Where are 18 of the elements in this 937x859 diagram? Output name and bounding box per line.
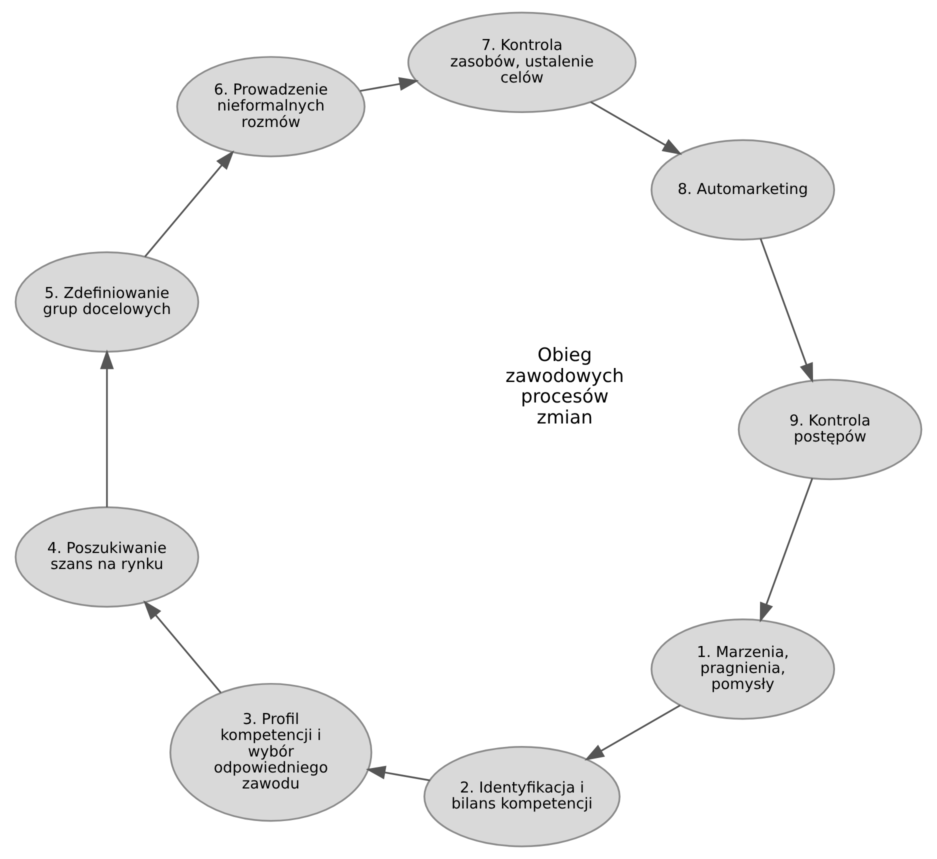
arrow — [144, 150, 234, 258]
label: Obieg zawodowych procesów zmian — [506, 345, 624, 428]
node-ellipse: 2. Identyfikacja i bilans kompetencji — [423, 746, 620, 848]
node-ellipse: 7. Kontrola zasobów, ustalenie celów — [407, 12, 637, 113]
arrow — [143, 600, 222, 694]
node-ellipse: 3. Profil kompetencji i wybór odpowiedniego zawodu — [169, 682, 372, 822]
arrow — [100, 349, 114, 508]
arrow — [360, 77, 419, 92]
arrow — [760, 478, 814, 622]
node-ellipse: 6. Prowadzenie nieformalnych rozmów — [176, 56, 366, 158]
node-ellipse: 1. Marzenia, pragnienia, pomysły — [650, 618, 836, 720]
node-ellipse: 9. Kontrola postępów — [738, 378, 922, 480]
arrow — [760, 238, 814, 383]
node-ellipse: 4. Poszukiwanie szans na rynku — [14, 506, 200, 608]
arrow — [590, 101, 682, 155]
node-ellipse: 5. Zdefiniowanie grup docelowych — [14, 251, 200, 353]
arrow — [584, 704, 681, 761]
arrow — [366, 766, 430, 782]
